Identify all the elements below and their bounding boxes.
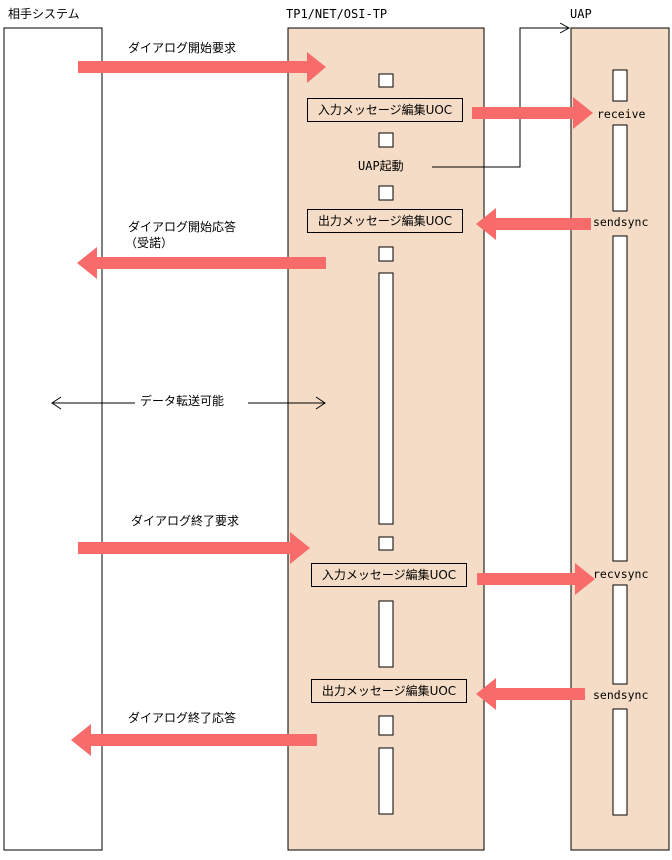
arrow-sendsync-to-output-uoc-2 [476,678,585,710]
arrow-dialog-end-request [78,532,310,564]
tp1-activation-5 [378,272,394,525]
tp1-activation-3 [378,185,394,201]
tp1-activation-8 [378,715,394,736]
uap-activation-1 [612,69,628,102]
api-sendsync-1: sendsync [593,215,649,229]
tp1-activation-4 [378,246,394,262]
arrow-input-uoc-to-recvsync [477,563,595,595]
arrow-dialog-end-response [71,724,317,756]
uap-activation-5 [612,708,628,816]
uoc-input-2: 入力メッセージ編集UOC [311,563,467,587]
uoc-input-1: 入力メッセージ編集UOC [307,98,463,122]
arrow-sendsync-to-output-uoc [476,208,591,240]
data-transfer-arrowhead-right [315,396,326,410]
lane-title-partner: 相手システム [8,7,80,21]
uap-start-line [432,27,568,168]
label-dialog-start-response-accept: （受諾） [125,236,174,250]
api-recvsync: recvsync [593,567,649,581]
uap-start-arrowhead [559,22,571,34]
uap-activation-2 [612,124,628,212]
uoc-output-1: 出力メッセージ編集UOC [307,209,463,233]
api-receive: receive [597,107,646,121]
arrow-dialog-start-request [78,52,326,83]
lane-partner [3,27,103,851]
label-uap-start: UAP起動 [358,159,404,173]
uap-activation-4 [612,584,628,685]
label-dialog-start-response: ダイアログ開始応答 [128,220,237,234]
uap-activation-3 [612,235,628,562]
label-dialog-start-request: ダイアログ開始要求 [128,41,237,55]
api-sendsync-2: sendsync [593,688,649,702]
lane-title-uap: UAP [570,7,592,21]
tp1-activation-7 [378,600,394,668]
arrow-input-uoc-to-receive [472,97,593,129]
uoc-output-2: 出力メッセージ編集UOC [311,679,467,703]
lane-title-tp1: TP1/NET/OSI-TP [286,7,388,21]
tp1-activation-1 [378,73,394,88]
data-transfer-arrowhead-left [51,396,62,410]
label-dialog-end-request: ダイアログ終了要求 [131,514,240,528]
arrow-dialog-start-response [77,247,326,279]
tp1-activation-2 [378,132,394,148]
tp1-activation-9 [378,747,394,815]
tp1-activation-6 [378,536,394,551]
label-dialog-end-response: ダイアログ終了応答 [128,711,237,725]
label-data-transfer: データ転送可能 [140,394,225,408]
